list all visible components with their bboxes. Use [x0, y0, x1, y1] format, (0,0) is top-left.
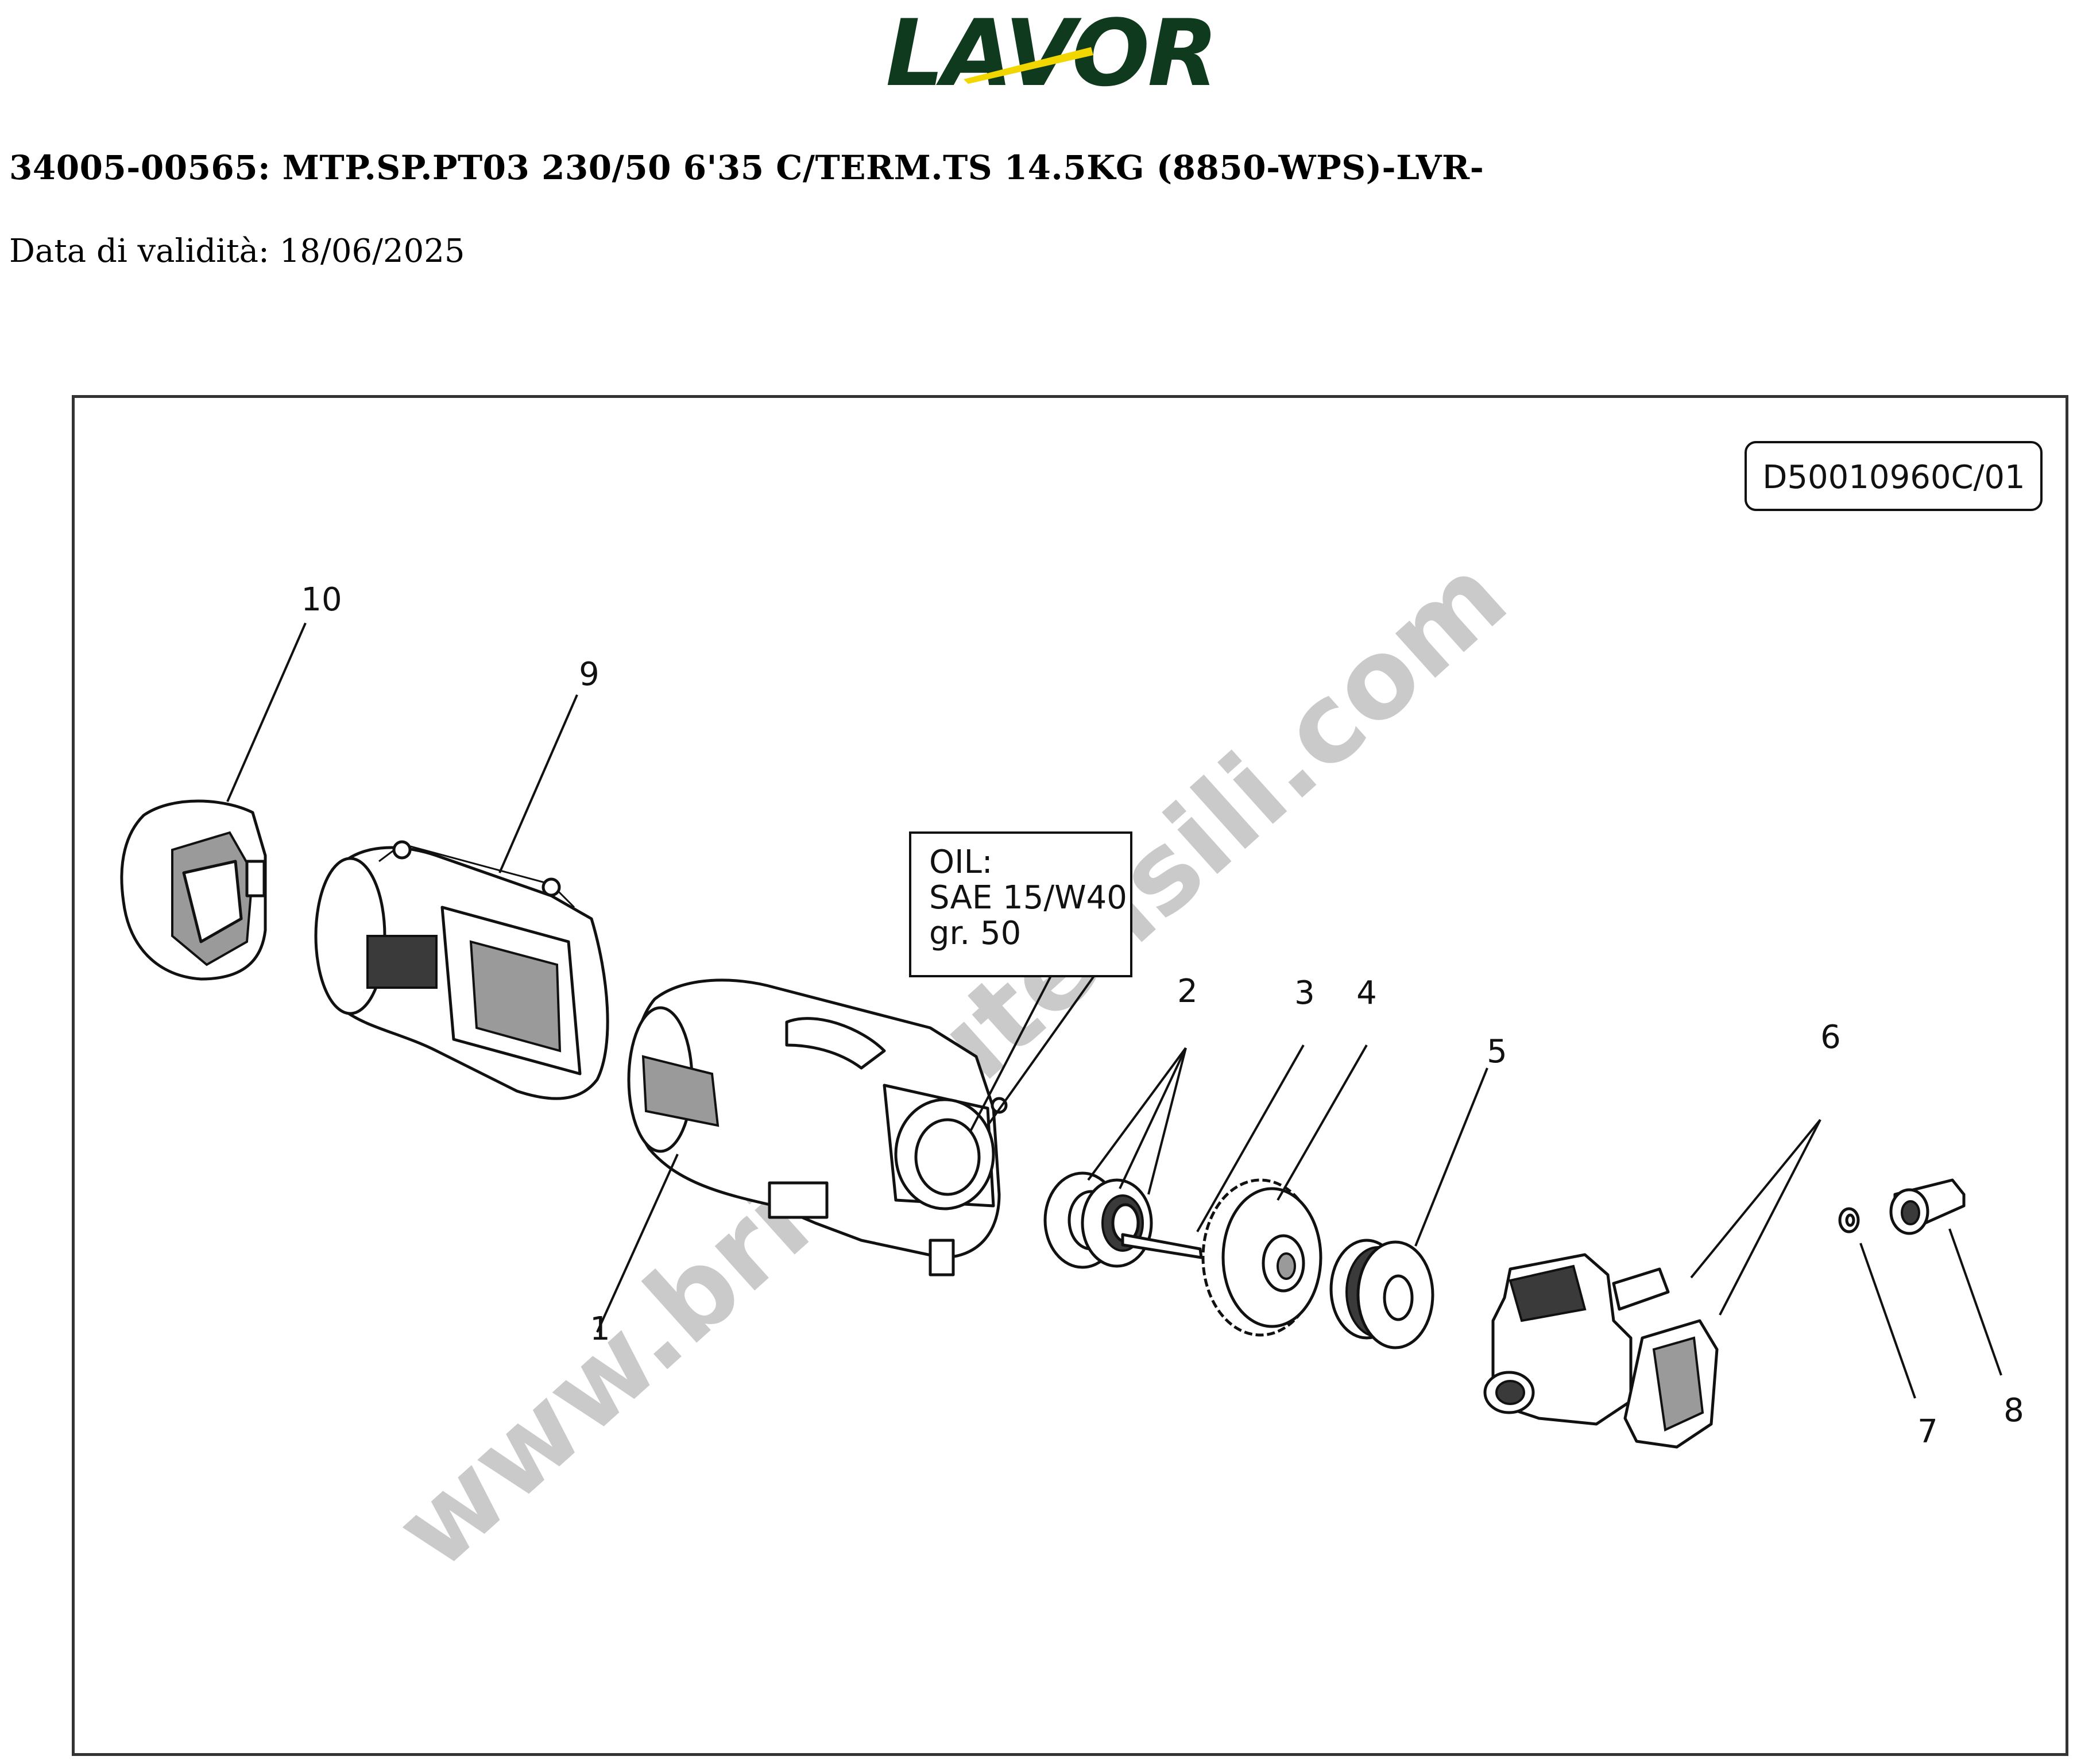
drawing-code-box: D50010960C/01 [1745, 441, 2043, 511]
drawing-frame [72, 395, 2068, 1756]
oil-note-box: OIL: SAE 15/W40 gr. 50 [909, 831, 1132, 1132]
validity-label: Data di validità: [9, 233, 269, 270]
label-part-2: 2 [1177, 973, 1198, 1010]
label-part-6: 6 [1820, 1019, 1841, 1056]
oil-note-line-2: SAE 15/W40 [929, 879, 1127, 916]
label-part-7: 7 [1917, 1413, 1938, 1450]
oil-note-line-3: gr. 50 [929, 915, 1021, 952]
document-title: 34005-00565: MTP.SP.PT03 230/50 6'35 C/T… [9, 148, 1484, 187]
validity-date: 18/06/2025 [279, 233, 465, 270]
label-part-3: 3 [1294, 974, 1315, 1012]
drawing-code: D50010960C/01 [1762, 459, 2025, 496]
part-9-motor-housing [314, 840, 609, 1100]
label-part-4: 4 [1356, 974, 1377, 1012]
part-3-shaft-pin [1121, 1233, 1203, 1259]
lavor-logo: LAVOR [885, 6, 1218, 98]
validity-line: Data di validità: 18/06/2025 [9, 233, 465, 270]
part-5-bearing [1329, 1239, 1434, 1349]
logo-wordmark: LAVOR [885, 6, 1216, 98]
part-10-rear-cover [120, 799, 267, 981]
oil-note-line-1: OIL: [929, 844, 993, 881]
label-part-10: 10 [301, 581, 342, 618]
part-1-motor-body [627, 978, 1008, 1276]
logo-accent-stroke [964, 47, 1093, 84]
label-part-8: 8 [2003, 1392, 2024, 1429]
part-6-pump-head [1483, 1253, 1719, 1449]
label-part-9: 9 [579, 656, 599, 693]
part-4-gear [1201, 1178, 1322, 1337]
part-7-o-ring [1838, 1207, 1860, 1233]
part-2-seal-set [1043, 1171, 1153, 1269]
label-part-1: 1 [590, 1310, 610, 1348]
label-part-5: 5 [1487, 1033, 1507, 1070]
part-8-fitting [1889, 1178, 1966, 1235]
